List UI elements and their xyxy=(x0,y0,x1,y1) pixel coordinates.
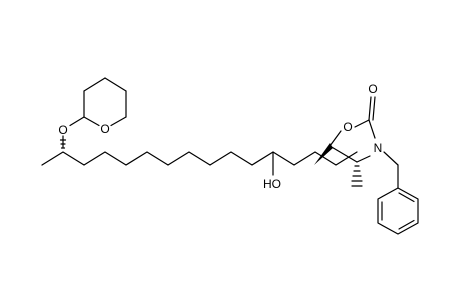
hydroxyl-label: HO xyxy=(263,177,281,191)
ox-bond-c5-o1 xyxy=(329,130,342,147)
thp-bond-o-c2 xyxy=(83,116,100,127)
ether-oxygen-label: O xyxy=(58,123,67,137)
oxazolidinone-ring-oxygen-label: O xyxy=(343,120,352,134)
thp-bond-c6-o xyxy=(110,116,127,127)
aliphatic-chain xyxy=(41,139,358,166)
stereo-wedge-c5 xyxy=(314,143,333,165)
benzene-ring xyxy=(377,187,419,235)
benzene-double-1 xyxy=(398,192,415,203)
atom-labels: O O HO O O N xyxy=(58,82,382,191)
carbonyl-bond-2 xyxy=(372,96,376,121)
carbonyl-bond-1 xyxy=(368,96,372,121)
carbonyl-oxygen-label: O xyxy=(368,82,377,96)
benzyl-ch2-bond xyxy=(383,151,399,166)
chain-zigzag xyxy=(41,151,358,166)
ox-bond-o1-c2 xyxy=(354,119,370,128)
tetrahydropyran-ring xyxy=(83,77,127,127)
ring-nitrogen-label: N xyxy=(374,141,383,155)
thp-bond-c3-c4 xyxy=(83,77,106,92)
ox-bond-n3-c4 xyxy=(356,155,371,163)
ether-linkage xyxy=(62,116,85,148)
oxazolidinone-ring xyxy=(314,96,376,187)
benzene-double-2 xyxy=(398,219,415,230)
thp-bond-c4-c5 xyxy=(104,77,127,92)
ox-bond-c2-n3 xyxy=(368,119,376,139)
thp-ring-oxygen-label: O xyxy=(100,122,109,136)
ether-bond-c2-o xyxy=(69,116,85,127)
benzyl-group xyxy=(377,151,419,235)
ox-bond-c4-c5 xyxy=(329,145,358,163)
